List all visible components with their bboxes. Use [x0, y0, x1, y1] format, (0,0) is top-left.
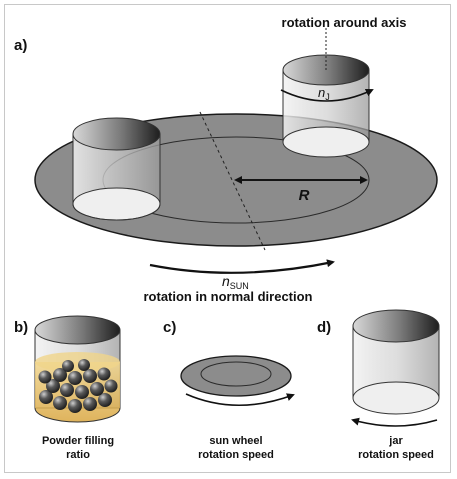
panel-d: d) jar rotation speed	[317, 309, 440, 461]
panel-b-label: b)	[14, 319, 28, 336]
powder-filling-caption-line1: Powder filling	[42, 435, 114, 447]
sun-speed-subscript: SUN	[230, 281, 249, 291]
jar-speed-label: nJ	[318, 85, 330, 102]
radius-label: R	[299, 187, 310, 204]
jar-speed-symbol: n	[318, 85, 325, 100]
sun-wheel-caption-line1: sun wheel	[209, 435, 262, 447]
grinding-balls	[38, 359, 118, 413]
right-jar	[280, 28, 374, 158]
panel-b: b) Powder filling ratio	[14, 315, 121, 461]
rotation-normal-direction-caption: rotation in normal direction	[143, 289, 312, 304]
sun-speed-label: nSUN	[222, 273, 249, 291]
sun-speed-symbol: n	[222, 273, 230, 289]
sun-wheel-caption-line2: rotation speed	[198, 449, 274, 461]
left-jar-lid	[72, 117, 161, 151]
disc-diameter-line	[199, 111, 266, 251]
jar-speed-caption-line1: jar	[388, 435, 403, 447]
single-jar-base	[352, 381, 440, 415]
small-sun-wheel	[180, 355, 292, 397]
powder-jar-lid	[34, 315, 121, 345]
panel-a-label: a)	[14, 37, 27, 54]
panel-c-label: c)	[163, 319, 176, 336]
panel-c: c) sun wheel rotation speed	[163, 319, 295, 461]
jar-speed-caption-line2: rotation speed	[358, 449, 434, 461]
jar-speed-arrow	[351, 417, 438, 427]
jar-speed-subscript: J	[325, 92, 330, 102]
small-orbit	[200, 361, 272, 387]
panel-a: a) rotation around axis nJ	[14, 15, 438, 304]
sun-wheel-speed-arrow	[185, 393, 295, 407]
rotation-around-axis-caption: rotation around axis	[282, 15, 407, 30]
right-jar-base	[282, 126, 370, 158]
panel-d-label: d)	[317, 319, 331, 336]
sun-rotation-arrow	[149, 259, 335, 274]
jar-rotation-arrow	[280, 88, 374, 102]
single-jar-lid	[352, 309, 440, 343]
powder-filling-caption-line2: ratio	[66, 449, 90, 461]
left-jar	[72, 117, 161, 221]
